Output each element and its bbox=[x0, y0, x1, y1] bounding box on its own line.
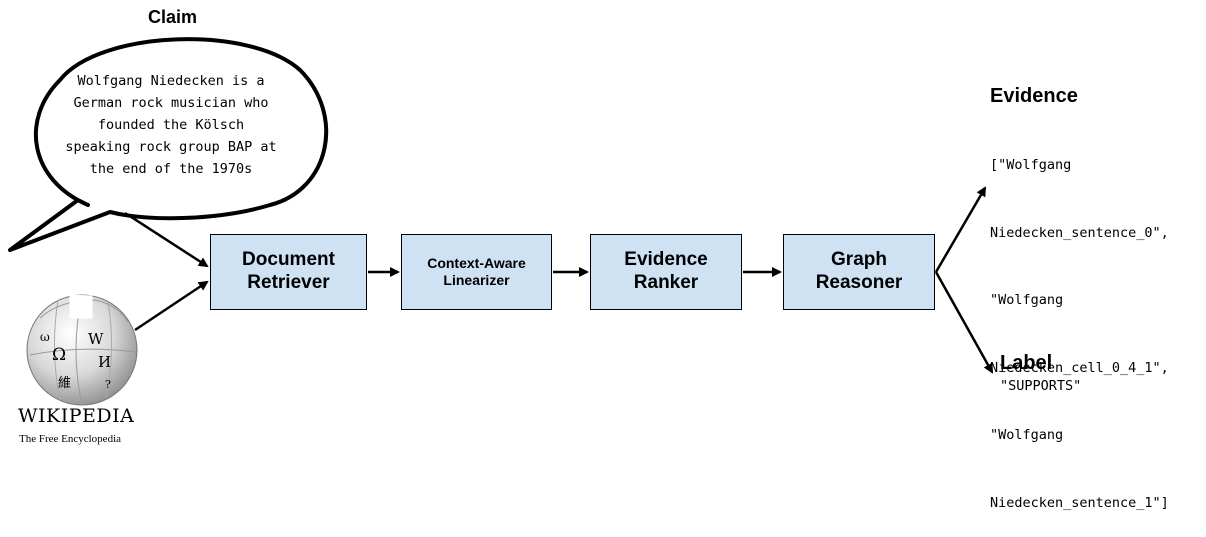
evidence-line: Niedecken_cell_0_4_1", bbox=[990, 359, 1169, 376]
evidence-list: ["Wolfgang Niedecken_sentence_0", "Wolfg… bbox=[990, 109, 1205, 537]
claim-text: Wolfgang Niedecken is a German rock musi… bbox=[52, 70, 290, 180]
wikipedia-glyph: 維 bbox=[58, 376, 72, 391]
evidence-line: "Wolfgang bbox=[990, 292, 1064, 308]
evidence-output-arrow bbox=[934, 186, 987, 273]
claim-text-line: Wolfgang Niedecken is a bbox=[77, 73, 265, 89]
wikipedia-arrow bbox=[134, 280, 209, 332]
label-heading: Label bbox=[1000, 352, 1053, 374]
wikipedia-glyph: W bbox=[88, 330, 104, 348]
claim-speech-bubble bbox=[8, 37, 329, 252]
claim-text-line: founded the Kölsch bbox=[97, 117, 245, 133]
label-value: "SUPPORTS" bbox=[1000, 378, 1082, 394]
wikipedia-wordmark: WIKIPEDIA bbox=[18, 405, 135, 427]
evidence-line: ["Wolfgang bbox=[990, 157, 1072, 173]
wikipedia-globe-icon bbox=[26, 294, 138, 406]
label-output-arrow bbox=[934, 271, 994, 374]
wikipedia-glyph: Ω bbox=[52, 345, 67, 365]
evidence-line: "Wolfgang bbox=[990, 427, 1064, 443]
wikipedia-glyph: ? bbox=[105, 378, 111, 391]
wikipedia-tagline: The Free Encyclopedia bbox=[19, 433, 122, 445]
claim-text-line: speaking rock group BAP at bbox=[65, 139, 277, 155]
wikipedia-glyph: ω bbox=[40, 330, 50, 344]
evidence-line: Niedecken_sentence_1"] bbox=[990, 494, 1169, 511]
wikipedia-glyph: И bbox=[98, 353, 112, 371]
claim-heading: Claim bbox=[148, 7, 198, 27]
claim-text-line: German rock musician who bbox=[73, 95, 269, 111]
claim-text-line: the end of the 1970s bbox=[89, 161, 253, 177]
diagram-connectors bbox=[8, 37, 994, 406]
evidence-line: Niedecken_sentence_0", bbox=[990, 224, 1169, 241]
claim-arrow bbox=[124, 211, 209, 268]
evidence-heading: Evidence bbox=[990, 85, 1078, 107]
